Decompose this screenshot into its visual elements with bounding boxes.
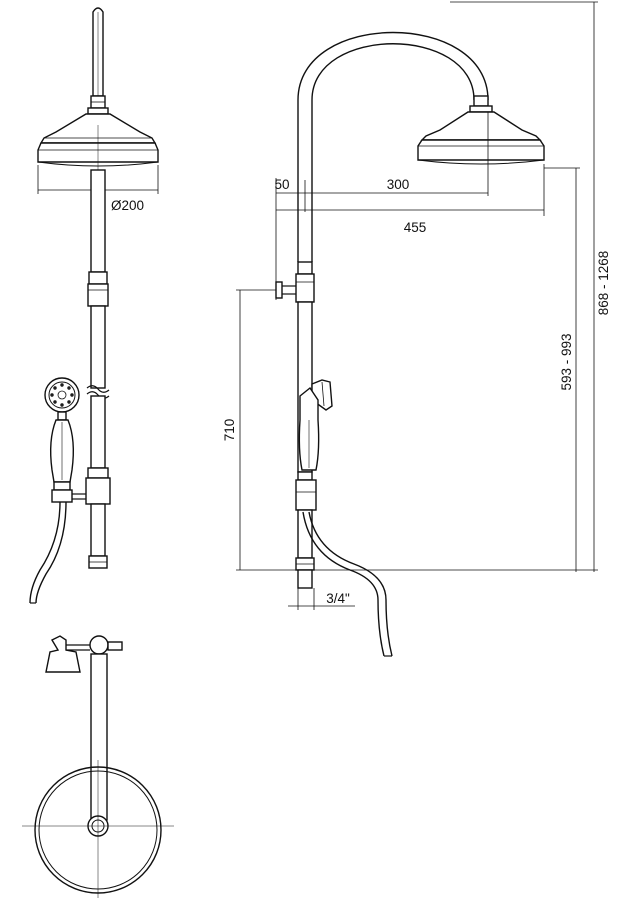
total-reach-label: 455 [404, 220, 427, 235]
outlet-height-label: 710 [222, 419, 237, 442]
diameter-label: Ø200 [111, 198, 144, 213]
top-view [22, 635, 174, 898]
front-view [29, 7, 159, 604]
dimension-lines [236, 1, 598, 610]
arm-reach-label: 300 [387, 177, 410, 192]
side-view [275, 31, 545, 657]
head-height-range-label: 593 - 993 [559, 333, 574, 390]
overall-height-range-label: 868 - 1268 [596, 251, 611, 316]
connection-size-label: 3/4" [326, 591, 350, 606]
rod-offset-label: 50 [274, 177, 289, 192]
